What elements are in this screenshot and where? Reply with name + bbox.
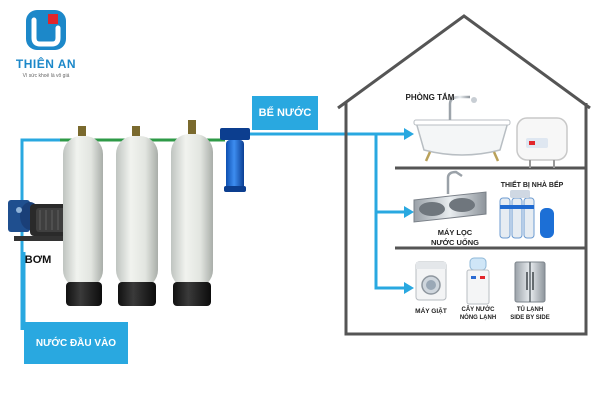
pump-label: BƠM xyxy=(24,254,52,266)
pipe-network xyxy=(20,132,404,330)
logo-icon xyxy=(26,10,66,50)
fridge-caption-line1: TỦ LẠNH xyxy=(516,307,544,313)
bathroom-title: PHÒNG TẮM xyxy=(405,93,455,102)
ro-filter-caption-line2: NƯỚC UỐNG xyxy=(430,238,480,247)
water-inlet-label: NƯỚC ĐẦU VÀO xyxy=(24,322,128,364)
filter-tank-icon-2 xyxy=(116,126,158,306)
water-heater-icon xyxy=(516,117,568,168)
kitchen-title: THIẾT BỊ NHÀ BẾP xyxy=(500,182,564,189)
cartridge-filter-icon xyxy=(220,128,250,192)
washing-machine-icon xyxy=(415,261,447,301)
pump-icon xyxy=(8,200,72,241)
filter-tank-icon-3 xyxy=(171,120,213,306)
house-riser-pipe xyxy=(374,134,404,290)
dispenser-caption-line1: CÂY NƯỚC xyxy=(461,307,495,313)
brand-slogan: Vì sức khoẻ là vô giá xyxy=(22,73,70,79)
tank-label: BỂ NƯỚC xyxy=(252,96,318,130)
dispenser-caption-line2: NÓNG LẠNH xyxy=(459,315,497,321)
brand-name: THIÊN AN xyxy=(15,57,77,71)
sink-icon xyxy=(413,170,487,223)
arrow-kitchen xyxy=(404,206,414,218)
washer-caption: MÁY GIẶT xyxy=(415,308,447,315)
ro-filter-caption-line1: MÁY LỌC xyxy=(437,228,473,237)
filter-tank-icon-1 xyxy=(63,126,103,306)
water-dispenser-icon xyxy=(466,257,490,305)
fridge-caption-line2: SIDE BY SIDE xyxy=(510,315,550,321)
ro-filter-icon xyxy=(499,190,554,239)
flow-arrows xyxy=(404,128,414,294)
fridge-icon xyxy=(514,261,546,303)
arrow-laundry xyxy=(404,282,414,294)
bathtub-icon xyxy=(413,95,511,162)
arrow-bathroom xyxy=(404,128,414,140)
inlet-pipe xyxy=(20,138,62,330)
